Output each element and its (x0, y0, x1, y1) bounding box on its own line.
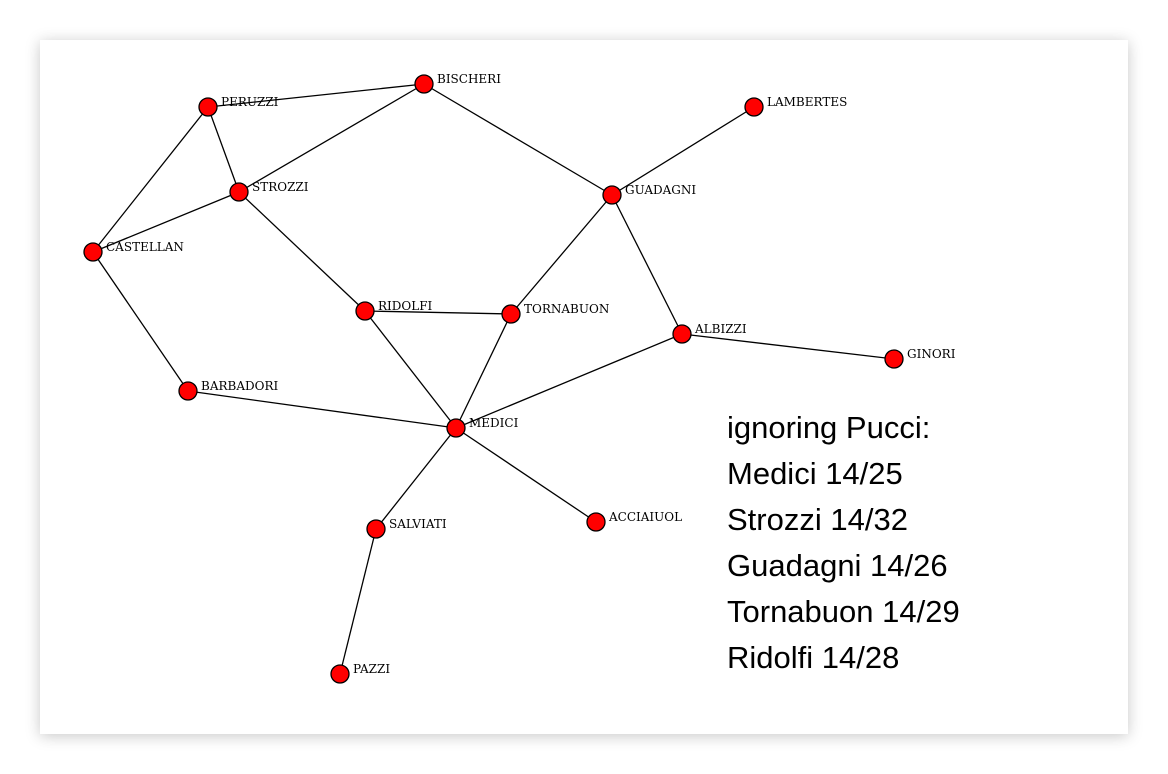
node-label-peruzzi: PERUZZI (221, 95, 279, 109)
node-tornabuon: TORNABUON (501, 302, 609, 324)
edge-lambertes-guadagni (611, 106, 755, 196)
node-label-ridolfi: RIDOLFI (378, 299, 433, 313)
edge-albizzi-ginori (681, 333, 895, 360)
node-circle-castellan (83, 242, 103, 262)
edge-salviati-pazzi (339, 528, 377, 675)
edge-medici-salviati (375, 427, 457, 530)
node-ginori: GINORI (884, 347, 956, 369)
edge-castellan-barbadori (92, 251, 189, 392)
node-circle-ginori (884, 349, 904, 369)
node-circle-strozzi (229, 182, 249, 202)
node-albizzi: ALBIZZI (672, 322, 747, 344)
node-label-acciaiuol: ACCIAIUOL (608, 510, 682, 524)
edge-strozzi-castellan (92, 191, 240, 253)
edge-barbadori-medici (187, 390, 457, 429)
node-label-ginori: GINORI (907, 347, 956, 361)
node-circle-barbadori (178, 381, 198, 401)
node-guadagni: GUADAGNI (602, 183, 696, 205)
node-circle-bischeri (414, 74, 434, 94)
node-label-tornabuon: TORNABUON (524, 302, 609, 316)
node-circle-albizzi (672, 324, 692, 344)
node-circle-lambertes (744, 97, 764, 117)
edge-peruzzi-castellan (92, 106, 209, 253)
edge-ridolfi-medici (364, 310, 457, 429)
stats-line-ridolfi: Ridolfi 14/28 (727, 640, 900, 675)
edge-bischeri-guadagni (423, 83, 613, 196)
edge-strozzi-ridolfi (238, 191, 366, 312)
network-edges (92, 83, 895, 675)
node-label-medici: MEDICI (469, 416, 519, 430)
node-salviati: SALVIATI (366, 517, 447, 539)
node-circle-tornabuon (501, 304, 521, 324)
node-lambertes: LAMBERTES (744, 95, 847, 117)
network-nodes: PERUZZI BISCHERI LAMBERTES STROZZI GUADAGNI C… (83, 72, 956, 684)
centrality-stats: ignoring Pucci: Medici 14/25 Strozzi 14/… (727, 405, 960, 681)
node-label-salviati: SALVIATI (389, 517, 447, 531)
node-pazzi: PAZZI (330, 662, 390, 684)
node-circle-salviati (366, 519, 386, 539)
node-strozzi: STROZZI (229, 180, 309, 202)
node-ridolfi: RIDOLFI (355, 299, 433, 321)
edge-guadagni-albizzi (611, 194, 683, 335)
edge-albizzi-medici (455, 333, 683, 429)
stats-line-medici: Medici 14/25 (727, 456, 903, 491)
node-circle-acciaiuol (586, 512, 606, 532)
node-label-barbadori: BARBADORI (201, 379, 278, 393)
node-castellan: CASTELLAN (83, 240, 184, 262)
node-label-pazzi: PAZZI (353, 662, 390, 676)
node-circle-medici (446, 418, 466, 438)
node-bischeri: BISCHERI (414, 72, 501, 94)
node-circle-ridolfi (355, 301, 375, 321)
node-label-guadagni: GUADAGNI (625, 183, 696, 197)
edge-bischeri-strozzi (238, 83, 425, 193)
node-barbadori: BARBADORI (178, 379, 278, 401)
edge-guadagni-tornabuon (510, 194, 613, 315)
node-circle-guadagni (602, 185, 622, 205)
stats-heading: ignoring Pucci: (727, 410, 931, 445)
node-circle-pazzi (330, 664, 350, 684)
stats-line-guadagni: Guadagni 14/26 (727, 548, 948, 583)
stats-line-strozzi: Strozzi 14/32 (727, 502, 908, 537)
node-circle-peruzzi (198, 97, 218, 117)
node-label-bischeri: BISCHERI (437, 72, 501, 86)
edge-peruzzi-strozzi (207, 106, 240, 193)
node-medici: MEDICI (446, 416, 519, 438)
edge-ridolfi-tornabuon (364, 310, 512, 315)
stats-line-tornabuon: Tornabuon 14/29 (727, 594, 960, 629)
node-label-albizzi: ALBIZZI (694, 322, 747, 336)
node-acciaiuol: ACCIAIUOL (586, 510, 682, 532)
node-label-castellan: CASTELLAN (106, 240, 184, 254)
edge-peruzzi-bischeri (207, 83, 425, 108)
node-label-strozzi: STROZZI (252, 180, 309, 194)
node-label-lambertes: LAMBERTES (767, 95, 847, 109)
edge-tornabuon-medici (455, 313, 512, 429)
edge-medici-acciaiuol (455, 427, 597, 523)
slide-frame (40, 40, 1128, 734)
node-peruzzi: PERUZZI (198, 95, 279, 117)
